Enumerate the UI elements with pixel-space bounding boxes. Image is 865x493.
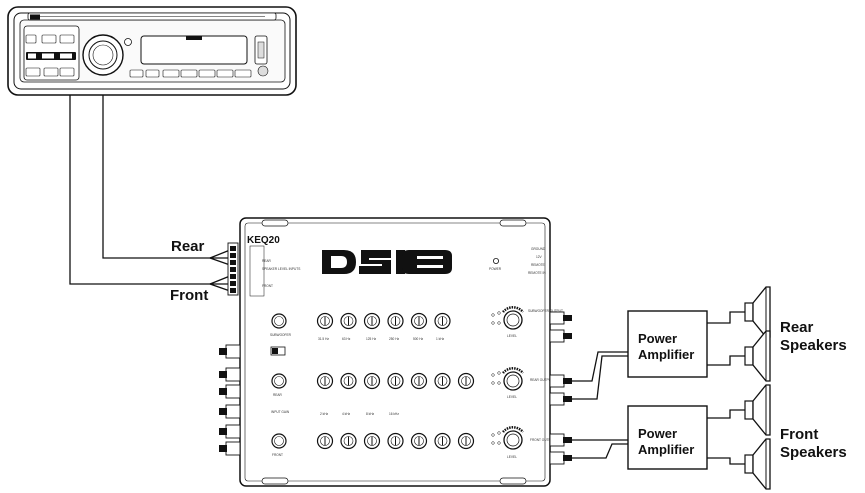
amp-front-line1: Power [638,426,677,441]
front-input-label: Front [170,287,208,304]
indicator-dot [497,321,501,325]
amp-wires [572,351,628,459]
front-in-label: FRONT [262,284,273,288]
indicator-dot [491,433,495,437]
right-rca-outputs [549,311,572,465]
level-knobs [502,306,524,450]
indicator-dot [491,321,495,325]
indicator-dot [491,313,495,317]
svg-text:125 Hz: 125 Hz [366,337,377,341]
status-label: GROUND [531,247,546,251]
indicator-dot [497,311,501,315]
indicator-dot [491,441,495,445]
amp-rear-line2: Amplifier [638,347,694,362]
power-amplifier-front: Power Amplifier [627,405,708,470]
speaker-icon [744,286,771,338]
rear-output-label: REAR OUTPUT [530,378,553,382]
level-label-front: LEVEL [507,455,517,459]
status-label: REMOTE [531,263,545,267]
rear-speakers-line1: Rear [780,319,814,336]
sub-gain-label: SUBWOOFER [270,333,292,337]
svg-text:63 Hz: 63 Hz [342,337,351,341]
indicator-dot [497,431,501,435]
front-output-label: FRONT OUTPUT [530,438,555,442]
level-label-sub: LEVEL [507,334,517,338]
head-unit [7,6,297,96]
ds18-logo [320,247,452,277]
speaker-icon [744,330,771,382]
indicator-dots [491,311,501,445]
indicator-dot [491,373,495,377]
input-gain-label: INPUT GAIN [271,410,290,414]
indicator-dot [491,381,495,385]
status-label: 12V [536,255,543,259]
svg-text:1 kHz: 1 kHz [436,337,445,341]
head-unit-bottom-buttons [129,69,252,78]
front-speakers-line1: Front [780,426,818,443]
eq-knob-rows [316,312,475,450]
svg-text:2 kHz: 2 kHz [320,412,329,416]
svg-text:4 kHz: 4 kHz [342,412,351,416]
svg-text:31.5 Hz: 31.5 Hz [318,337,329,341]
head-unit-left-buttons [25,34,76,77]
processor-model: KEQ20 [247,235,280,246]
speaker-icon [744,384,771,436]
sub-output-label: SUBWOOFER OUTPUT [528,309,563,313]
svg-text:250 Hz: 250 Hz [389,337,400,341]
head-unit-display [140,35,248,65]
svg-text:8 kHz: 8 kHz [366,412,375,416]
amp-rear-line1: Power [638,331,677,346]
head-unit-volume-knob [82,34,124,76]
rear-speakers-line2: Speakers [780,337,847,354]
speaker-wires [707,311,745,465]
input-wires [69,95,231,292]
speakers [744,286,771,490]
speaker-icon [744,438,771,490]
rear-gain-label: REAR [273,393,283,397]
power-label: POWER [489,267,502,271]
rear-in-label: REAR [262,259,272,263]
indicator-dot [497,371,501,375]
freq-labels: 31.5 Hz 63 Hz 125 Hz 250 Hz 500 Hz 1 kHz… [318,337,445,416]
eq-processor: KEQ20 POWER GROUND 12V REMOTE REMOTE IN … [219,217,572,487]
status-label: REMOTE IN [528,271,546,275]
indicator-dot [497,381,501,385]
speaker-level-label: SPEAKER LEVEL INPUTS [262,267,300,271]
speaker-input-terminal [227,242,239,296]
level-label-rear: LEVEL [507,395,517,399]
front-speakers-line2: Speakers [780,444,847,461]
input-gain-knobs [271,313,287,449]
rear-input-label: Rear [171,238,205,255]
left-rca-inputs [219,344,241,456]
svg-text:500 Hz: 500 Hz [413,337,424,341]
amp-front-line2: Amplifier [638,442,694,457]
svg-text:16 kHz: 16 kHz [389,412,399,416]
front-gain-label: FRONT [272,453,283,457]
power-amplifier-rear: Power Amplifier [627,310,708,378]
indicator-dot [497,441,501,445]
